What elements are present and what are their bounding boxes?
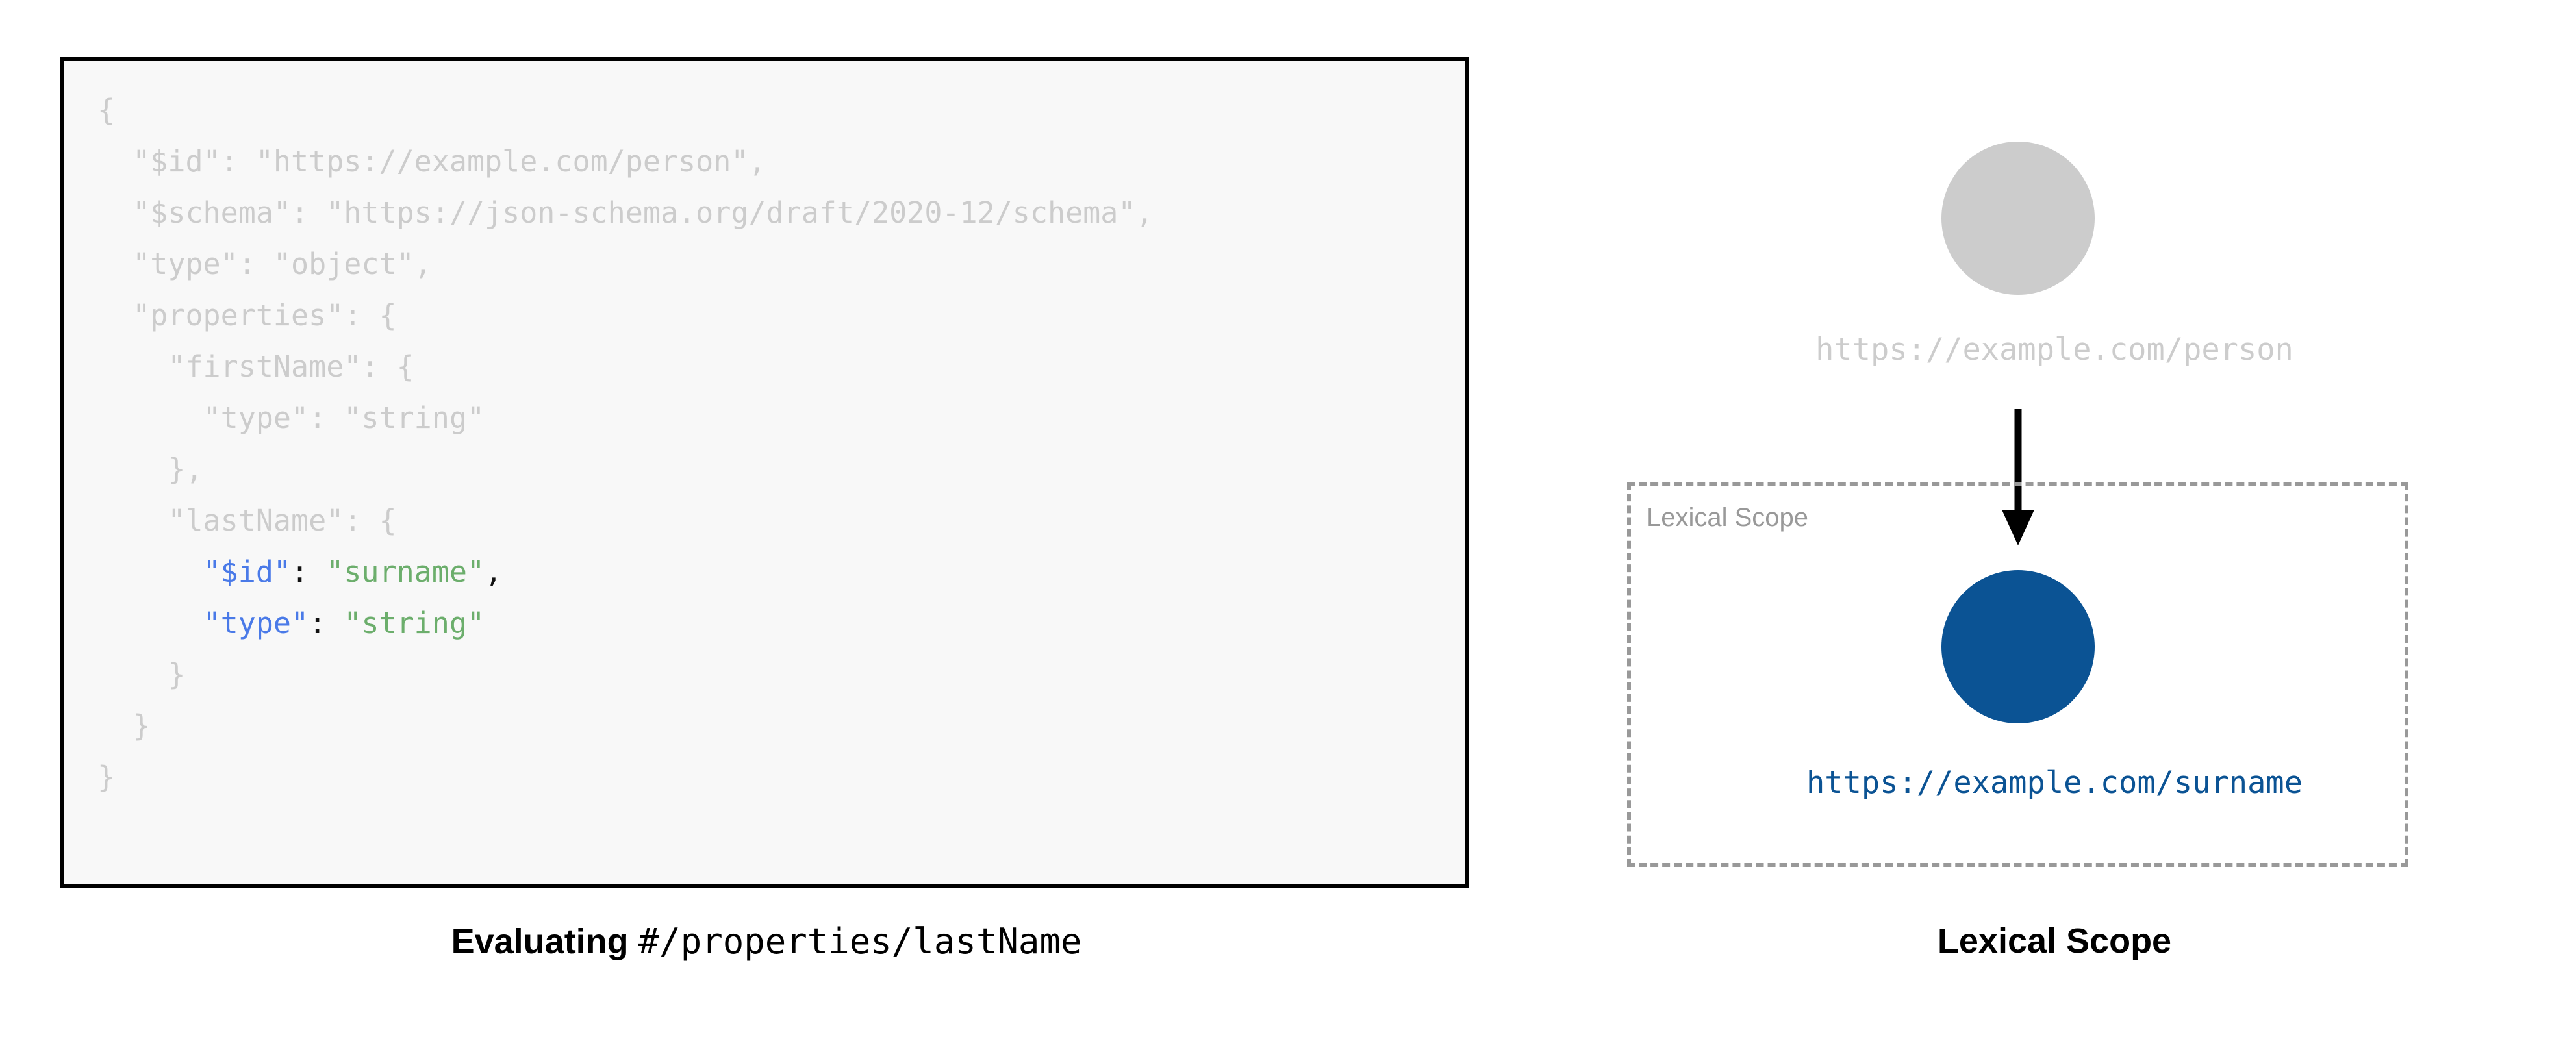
lexical-scope-inner-label: Lexical Scope — [1647, 503, 1809, 532]
code-token-str: "string" — [344, 606, 485, 640]
code-indent — [97, 195, 133, 230]
code-token-dim: { — [97, 93, 116, 127]
json-schema-code-card: { "$id": "https://example.com/person", "… — [60, 57, 1469, 888]
code-token-dim: } — [97, 760, 116, 794]
code-token-dim: "lastName": { — [168, 503, 397, 538]
code-line: } — [97, 649, 1154, 700]
code-token-punct: : — [309, 606, 344, 640]
code-indent — [97, 606, 203, 640]
code-token-dim: "$schema": "https://json-schema.org/draf… — [133, 195, 1154, 230]
code-line: "$id": "surname", — [97, 546, 1154, 597]
code-indent — [97, 298, 133, 332]
code-line: "lastName": { — [97, 495, 1154, 546]
right-panel-caption: Lexical Scope — [1533, 921, 2576, 961]
code-indent — [97, 555, 203, 589]
right-caption-bold-text: Lexical Scope — [1937, 921, 2172, 960]
code-line: { — [97, 84, 1154, 136]
code-indent — [97, 144, 133, 179]
code-line: } — [97, 700, 1154, 751]
code-indent — [97, 247, 133, 281]
code-indent — [97, 349, 168, 384]
left-panel: { "$id": "https://example.com/person", "… — [0, 57, 1533, 962]
lexical-scope-boundary-box — [1627, 482, 2408, 867]
code-token-dim: } — [168, 657, 186, 692]
code-token-dim: }, — [168, 452, 203, 486]
code-token-punct: : — [291, 555, 327, 589]
left-caption-bold-text: Evaluating — [451, 922, 629, 961]
code-line: "properties": { — [97, 290, 1154, 341]
code-line: }, — [97, 444, 1154, 495]
code-line: } — [97, 751, 1154, 803]
code-line: "firstName": { — [97, 341, 1154, 392]
code-token-dim: "$id": "https://example.com/person", — [133, 144, 766, 179]
code-token-dim: "firstName": { — [168, 349, 414, 384]
code-line: "type": "object", — [97, 238, 1154, 290]
code-line: "type": "string" — [97, 597, 1154, 649]
scoped-schema-node-circle — [1941, 570, 2095, 723]
code-indent — [97, 452, 168, 486]
code-token-key: "type" — [203, 606, 309, 640]
code-token-dim: "type": "object", — [133, 247, 432, 281]
code-line: "$id": "https://example.com/person", — [97, 136, 1154, 187]
code-token-str: "surname" — [326, 555, 485, 589]
right-panel: https://example.com/person Lexical Scope… — [1533, 0, 2576, 1039]
code-line: "type": "string" — [97, 392, 1154, 444]
code-line: "$schema": "https://json-schema.org/draf… — [97, 187, 1154, 238]
json-schema-code-block: { "$id": "https://example.com/person", "… — [97, 84, 1154, 803]
left-caption-pointer-text: #/properties/lastName — [638, 921, 1082, 962]
left-panel-caption: Evaluating #/properties/lastName — [0, 921, 1533, 962]
code-token-punct: , — [485, 555, 503, 589]
code-indent — [97, 708, 133, 743]
root-schema-node-circle — [1941, 142, 2095, 295]
code-indent — [97, 657, 168, 692]
root-schema-node-label: https://example.com/person — [1815, 332, 2293, 368]
code-token-dim: } — [133, 708, 151, 743]
scoped-schema-node-label: https://example.com/surname — [1806, 765, 2303, 801]
code-token-key: "$id" — [203, 555, 292, 589]
code-token-dim: "properties": { — [133, 298, 397, 332]
code-indent — [97, 401, 203, 435]
code-indent — [97, 503, 168, 538]
code-token-dim: "type": "string" — [203, 401, 485, 435]
